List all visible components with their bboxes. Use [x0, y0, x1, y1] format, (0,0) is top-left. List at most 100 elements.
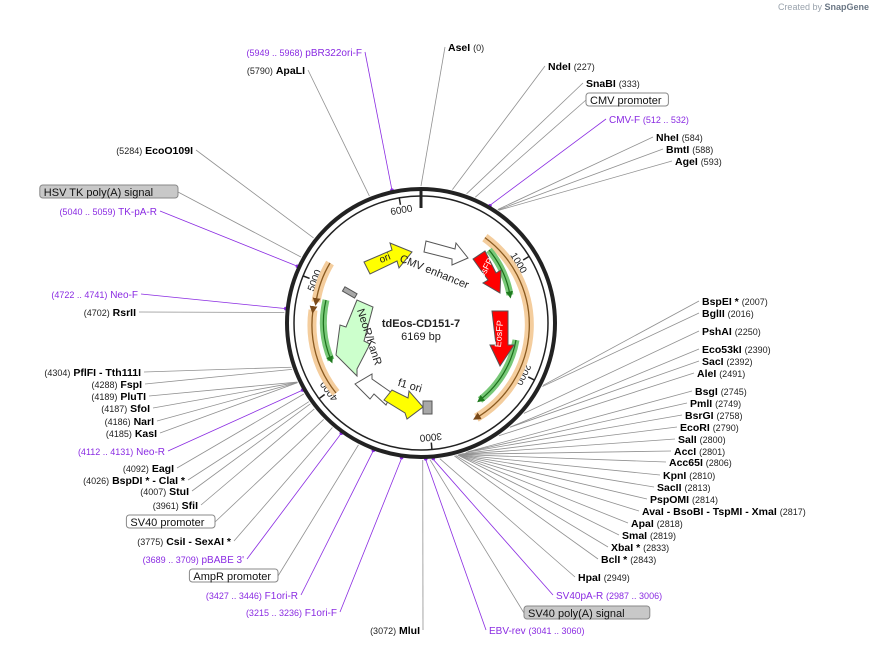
map-label[interactable]: AseI (0)	[448, 42, 484, 54]
map-label[interactable]: NdeI (227)	[548, 61, 595, 73]
leader-line	[460, 438, 676, 455]
map-label[interactable]: KpnI (2810)	[663, 470, 715, 482]
map-label[interactable]: BglII (2016)	[702, 308, 754, 320]
map-label[interactable]: HSV TK poly(A) signal	[39, 184, 179, 199]
map-label[interactable]: (3215 .. 3236) F1ori-F	[246, 608, 337, 619]
label-text: EcoRI (2790)	[680, 422, 739, 434]
map-label[interactable]: SV40pA-R (2987 .. 3006)	[556, 591, 662, 602]
map-label[interactable]: (5284) EcoO109I	[116, 145, 193, 157]
label-position: (2818)	[657, 519, 683, 529]
map-label[interactable]: SV40 poly(A) signal	[523, 605, 651, 620]
orf-arcs	[307, 233, 534, 422]
map-label[interactable]: SnaBI (333)	[586, 78, 640, 90]
label-position: (2016)	[728, 309, 754, 319]
label-position: (4092)	[123, 464, 149, 474]
leader-line	[458, 454, 661, 476]
map-label[interactable]: (4189) PluTI	[91, 391, 146, 403]
map-label[interactable]: CMV promoter	[585, 92, 669, 107]
label-box	[39, 184, 179, 199]
map-label[interactable]: PspOMI (2814)	[650, 494, 718, 506]
map-label[interactable]: SacII (2813)	[657, 482, 710, 494]
leader-line	[152, 381, 298, 409]
label-text: (4722 .. 4741) Neo-F	[51, 290, 138, 301]
label-name: BglII	[702, 308, 725, 320]
label-position: (2491)	[719, 369, 745, 379]
map-label[interactable]: (4186) NarI	[105, 416, 154, 428]
map-label[interactable]: XbaI * (2833)	[611, 542, 669, 554]
leader-line	[490, 118, 607, 206]
map-label[interactable]: PshAI (2250)	[702, 326, 761, 338]
map-label[interactable]: AvaI - BsoBI - TspMI - XmaI (2817)	[642, 506, 806, 518]
map-label[interactable]: (4702) RsrII	[84, 307, 136, 319]
map-label[interactable]: (4722 .. 4741) Neo-F	[51, 290, 138, 301]
map-label[interactable]: (5790) ApaLI	[247, 65, 305, 77]
map-label[interactable]: BspEI * (2007)	[702, 296, 768, 308]
map-label[interactable]: CMV-F (512 .. 532)	[609, 115, 689, 126]
map-label[interactable]: (4026) BspDI * - ClaI *	[83, 475, 186, 487]
map-label[interactable]: BmtI (588)	[666, 144, 713, 156]
label-box-text: SV40 promoter	[130, 517, 204, 529]
credit-prefix: Created by	[777, 2, 822, 12]
leader-line	[542, 312, 700, 387]
map-label[interactable]: Eco53kI (2390)	[702, 344, 771, 356]
map-label[interactable]: (3427 .. 3446) F1ori-R	[206, 591, 298, 602]
map-label[interactable]: EcoRI (2790)	[680, 422, 739, 434]
map-label[interactable]: EBV-rev (3041 .. 3060)	[489, 626, 585, 637]
map-label[interactable]: (3689 .. 3709) pBABE 3'	[143, 555, 244, 566]
map-label[interactable]: AgeI (593)	[675, 156, 722, 168]
map-label[interactable]: SacI (2392)	[702, 356, 753, 368]
map-label[interactable]: (4007) StuI	[140, 486, 189, 498]
map-label[interactable]: (4092) EagI	[123, 463, 174, 475]
map-label[interactable]: (4304) PflFI - Tth111I	[44, 367, 141, 379]
map-label[interactable]: (4187) SfoI	[101, 403, 150, 415]
label-position: (0)	[473, 43, 484, 53]
map-label[interactable]: (3072) MluI	[370, 625, 420, 637]
leader-line	[200, 408, 315, 506]
label-text: SnaBI (333)	[586, 78, 640, 90]
map-label[interactable]: SalI (2800)	[678, 434, 726, 446]
label-text: (5040 .. 5059) TK-pA-R	[59, 207, 157, 218]
map-label[interactable]: PmlI (2749)	[690, 398, 741, 410]
label-position: (2817)	[780, 507, 806, 517]
map-label[interactable]: BsrGI (2758)	[685, 410, 743, 422]
map-label[interactable]: Acc65I (2806)	[669, 457, 732, 469]
leader-line	[364, 51, 393, 190]
map-label[interactable]: (3775) CsiI - SexAI *	[137, 536, 232, 548]
feature-labels: AseI (0) NdeI (227) SnaBI (333) CMV promote…	[39, 42, 806, 637]
label-text: BspEI * (2007)	[702, 296, 768, 308]
map-label[interactable]: (5949 .. 5968) pBR322ori-F	[246, 48, 362, 59]
map-label[interactable]: AleI (2491)	[697, 368, 745, 380]
map-label[interactable]: NheI (584)	[656, 132, 703, 144]
map-label[interactable]: (4185) KasI	[106, 428, 157, 440]
label-name: ApaLI	[276, 65, 305, 77]
label-text: BmtI (588)	[666, 144, 713, 156]
label-box	[125, 514, 216, 529]
label-position: (512 .. 532)	[643, 115, 689, 125]
label-position: (5790)	[247, 66, 273, 76]
label-position: (2749)	[715, 399, 741, 409]
label-text: (4092) EagI	[123, 463, 174, 475]
label-position: (5040 .. 5059)	[59, 207, 115, 217]
map-label[interactable]: AccI (2801)	[674, 446, 725, 458]
plasmid-name: tdEos-CD151-7	[382, 318, 460, 330]
label-name: AccI	[674, 446, 696, 458]
map-label[interactable]: (5040 .. 5059) TK-pA-R	[59, 207, 157, 218]
leader-line	[433, 459, 554, 596]
map-label[interactable]: SV40 promoter	[125, 514, 216, 529]
leader-line	[176, 393, 305, 469]
label-name: BsgI	[695, 386, 718, 398]
map-label[interactable]: BsgI (2745)	[695, 386, 747, 398]
map-label[interactable]: BclI * (2843)	[601, 554, 656, 566]
map-label[interactable]: (4288) FspI	[91, 379, 142, 391]
leader-line	[156, 382, 298, 422]
leader-line	[187, 401, 310, 481]
map-label[interactable]: AmpR promoter	[188, 568, 279, 583]
map-label[interactable]: ApaI (2818)	[631, 518, 683, 530]
label-name: HpaI	[578, 572, 601, 584]
map-label[interactable]: (4112 .. 4131) Neo-R	[78, 447, 165, 458]
label-text: KpnI (2810)	[663, 470, 715, 482]
map-label[interactable]: HpaI (2949)	[578, 572, 630, 584]
map-label[interactable]: (3961) SfiI	[153, 500, 198, 512]
map-label[interactable]: SmaI (2819)	[622, 530, 676, 542]
label-name: FspI	[120, 379, 142, 391]
